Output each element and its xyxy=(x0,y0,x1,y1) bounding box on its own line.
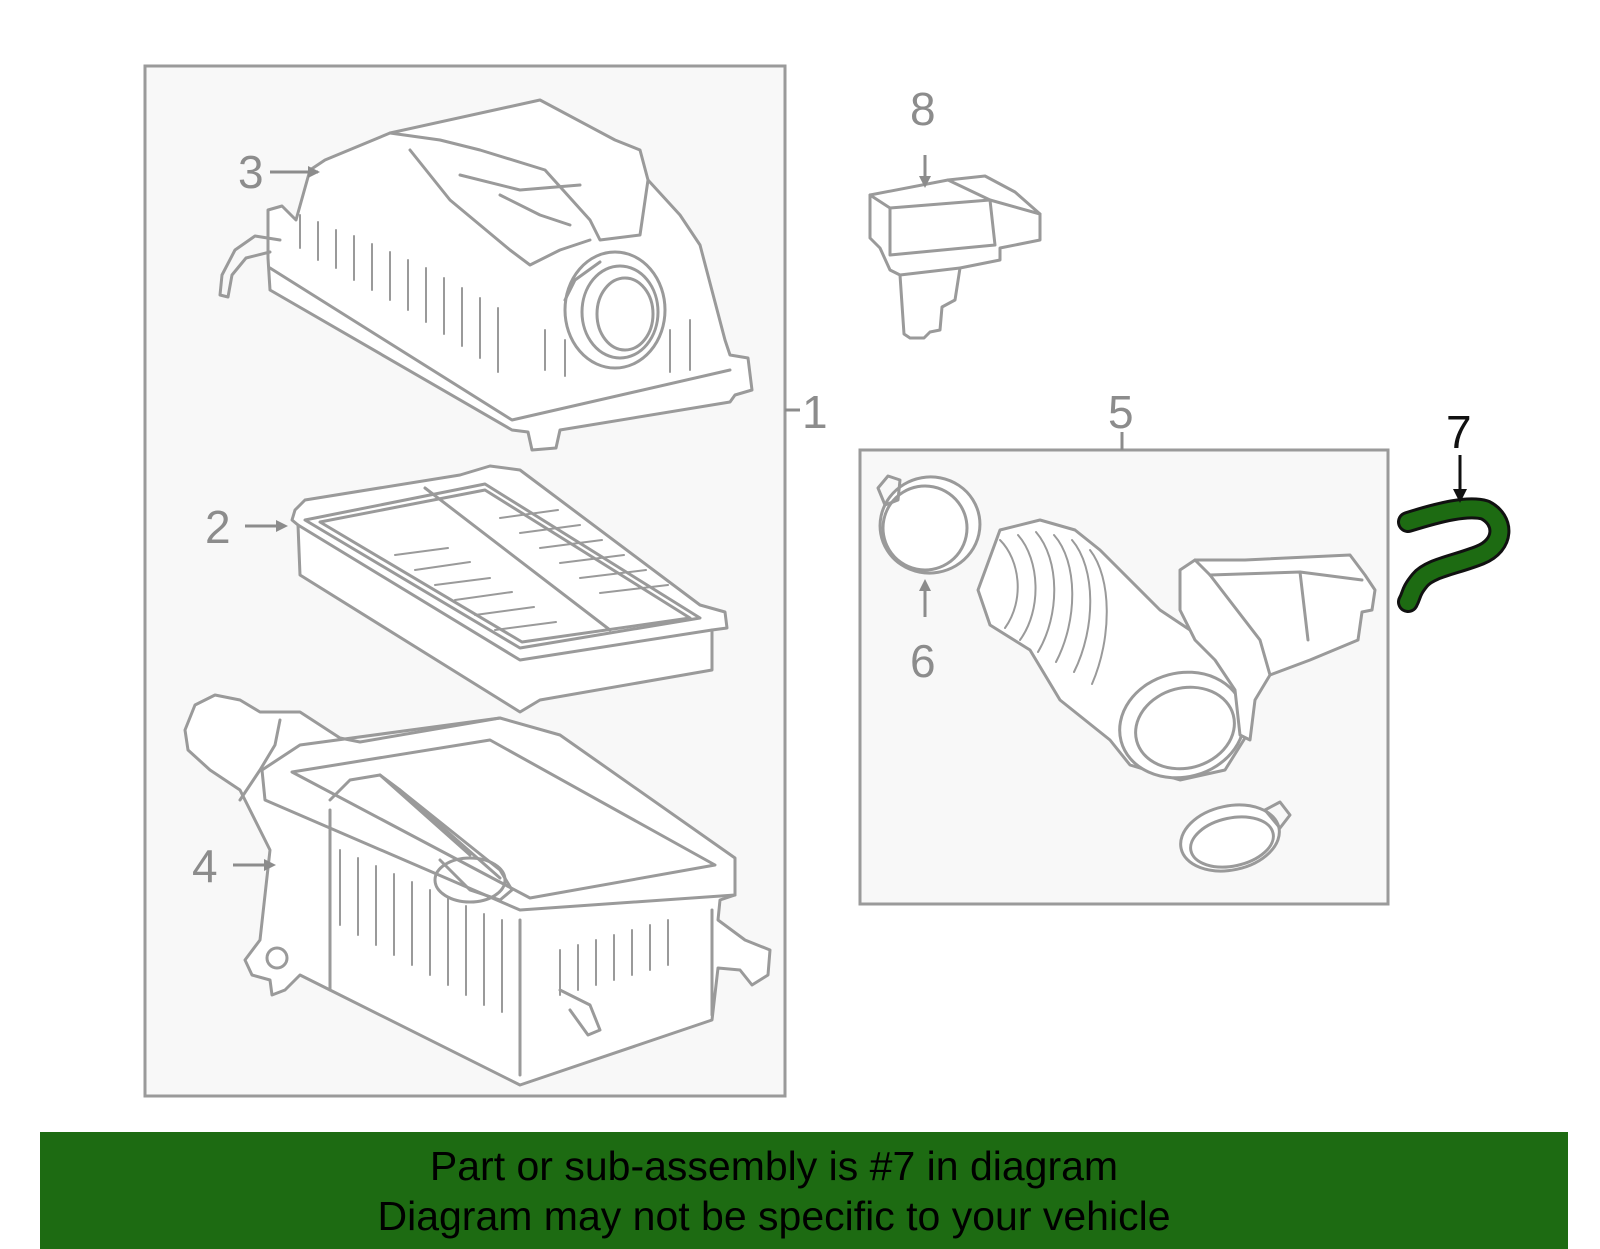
leader-lines xyxy=(233,155,1467,871)
part-5-intake-hose[interactable] xyxy=(976,518,1377,880)
callout-6: 6 xyxy=(910,635,936,687)
callout-5: 5 xyxy=(1108,386,1134,438)
callout-2: 2 xyxy=(205,501,231,553)
callout-7: 7 xyxy=(1446,406,1472,458)
footer-banner: Part or sub-assembly is #7 in diagram Di… xyxy=(40,1132,1568,1249)
banner-line-1: Part or sub-assembly is #7 in diagram xyxy=(429,1142,1119,1189)
callout-4: 4 xyxy=(192,840,218,892)
part-6-hose-clamp[interactable] xyxy=(872,469,987,581)
part-8-airflow-sensor[interactable] xyxy=(868,174,1042,340)
part-2-air-filter[interactable] xyxy=(290,464,729,714)
part-4-lower-case[interactable] xyxy=(183,693,772,1087)
part-3-air-cleaner-cap[interactable] xyxy=(218,98,754,452)
callout-3: 3 xyxy=(238,146,264,198)
callout-1: 1 xyxy=(802,386,828,438)
part-7-vent-hose[interactable] xyxy=(1397,497,1511,613)
banner-line-2: Diagram may not be specific to your vehi… xyxy=(377,1192,1171,1239)
callout-8: 8 xyxy=(910,83,936,135)
